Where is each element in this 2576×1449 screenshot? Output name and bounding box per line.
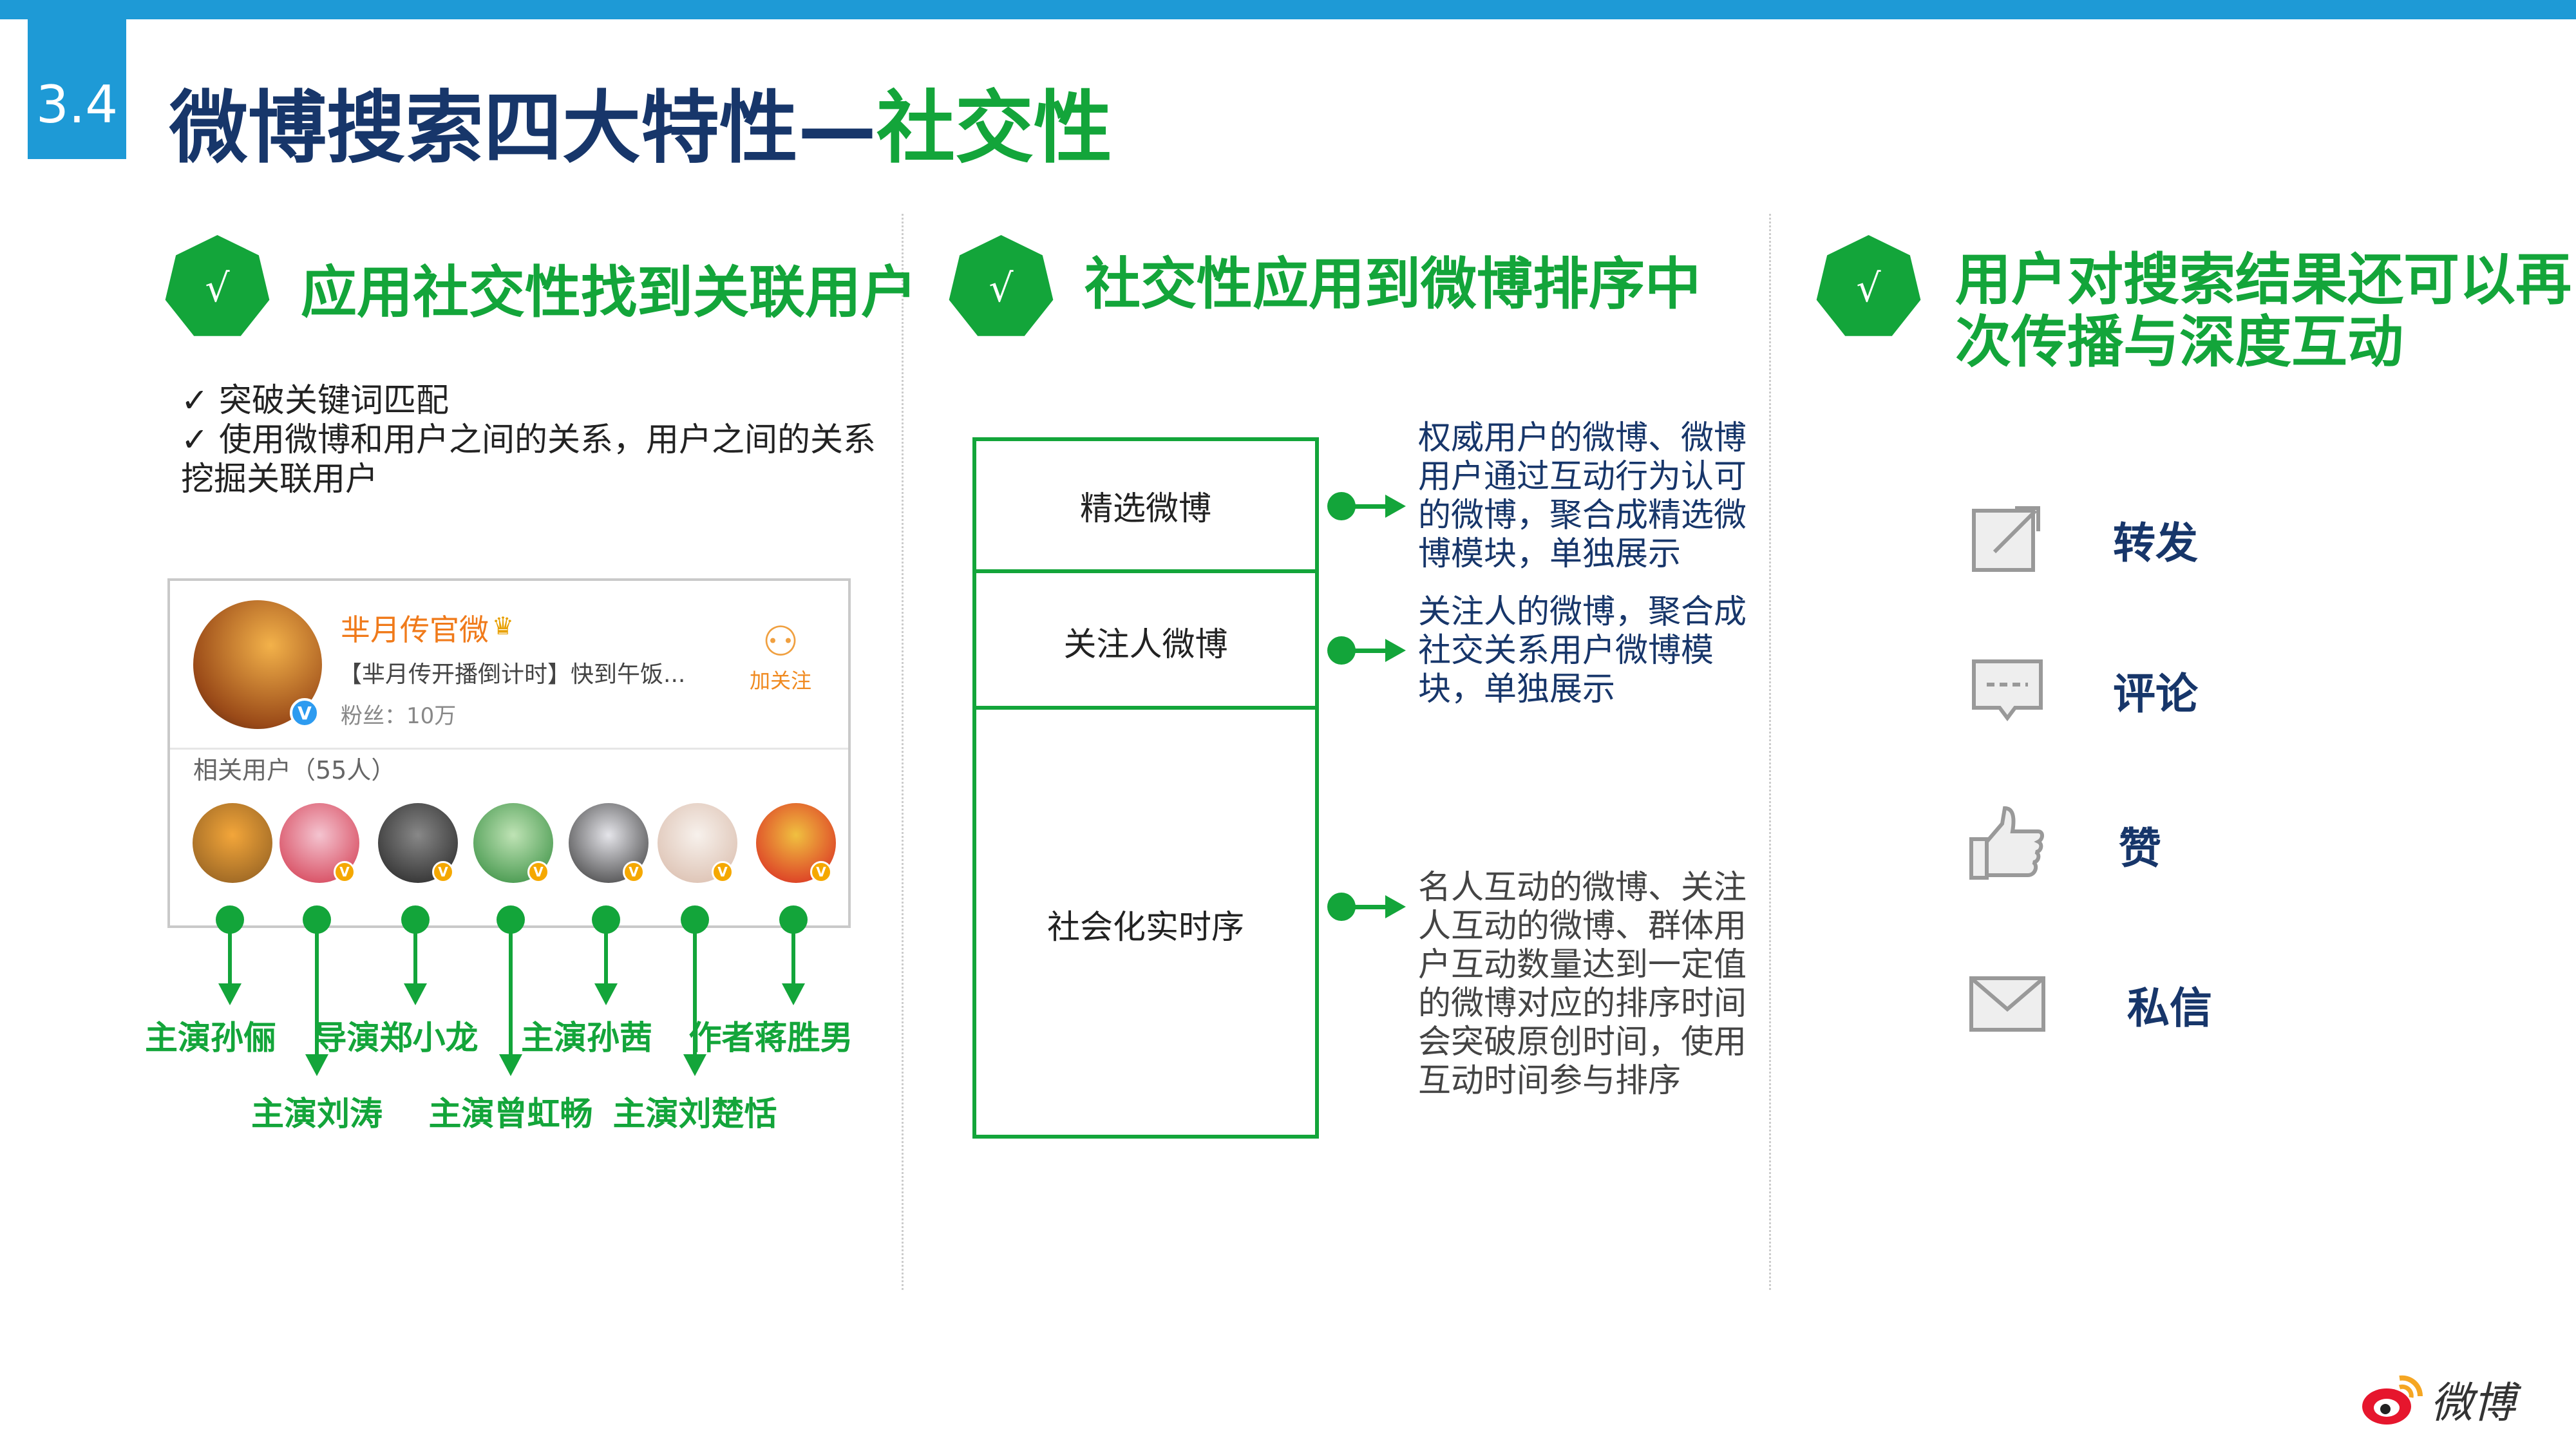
related-users-label: 相关用户（55人）: [193, 756, 396, 784]
related-user-label: 主演孙茜: [520, 1019, 653, 1057]
post-snippet[interactable]: 【芈月传开播倒计时】快到午饭...: [339, 661, 686, 688]
arrow-down-icon: [594, 983, 618, 1005]
arrow-down-icon: [683, 1054, 706, 1076]
logo-text: 微博: [2430, 1378, 2515, 1428]
col2-heading: 社交性应用到微博排序中: [1084, 251, 1701, 317]
connector-line: [228, 920, 232, 986]
verified-icon: V: [712, 861, 734, 883]
check-badge-icon: √: [949, 235, 1054, 336]
verified-icon: V: [623, 861, 645, 883]
description: 权威用户的微博、微博用户通过互动行为认可的微博，聚合成精选微博模块，单独展示: [1418, 419, 1747, 573]
verified-icon: V: [527, 861, 549, 883]
description: 名人互动的微博、关注人互动的微博、群体用户互动数量达到一定值的微博对应的排序时间…: [1418, 869, 1747, 1100]
title-main: 微博搜索四大特性—: [169, 82, 876, 174]
connector-line: [509, 920, 513, 1057]
connector-line: [791, 920, 795, 986]
related-user-label: 主演刘楚恬: [612, 1095, 777, 1133]
arrow-down-icon: [218, 983, 242, 1005]
related-user-label: 作者蒋胜男: [688, 1019, 853, 1057]
weibo-logo: 微博: [2361, 1368, 2515, 1430]
verified-icon: V: [810, 861, 832, 883]
page-title: 微博搜索四大特性—社交性: [169, 64, 1112, 178]
title-highlight: 社交性: [876, 82, 1112, 174]
ranking-box: 精选微博 关注人微博 社会化实时序: [972, 437, 1319, 1139]
verified-icon: V: [432, 861, 454, 883]
follow-button[interactable]: ⚇ 加关注: [750, 620, 811, 694]
mail-icon: [1966, 963, 2049, 1045]
ranking-item-following: 关注人微博: [976, 577, 1315, 710]
comment-icon: [1966, 649, 2049, 731]
col1-heading: 应用社交性找到关联用户: [301, 260, 917, 325]
fans-count: 粉丝：10万: [341, 703, 457, 729]
share-icon: [1966, 498, 2049, 580]
col3-heading-line1: 用户对搜索结果还可以再: [1955, 247, 2571, 312]
ranking-item-social-realtime: 社会化实时序: [1046, 909, 1244, 947]
top-bar: [0, 0, 2576, 19]
description: 关注人的微博，聚合成社交关系用户微博模块，单独展示: [1418, 593, 1747, 708]
account-name[interactable]: 芈月传官微: [341, 612, 489, 647]
verified-icon: V: [334, 861, 355, 883]
bullet: ✓ 突破关键词匹配: [181, 382, 449, 420]
weibo-user-card: V 芈月传官微 ♛ 【芈月传开播倒计时】快到午饭... 粉丝：10万 ⚇ 加关注…: [167, 578, 851, 928]
arrow-down-icon: [404, 983, 427, 1005]
column-divider: [902, 214, 904, 1290]
arrow-right-icon: [1327, 636, 1408, 665]
connector-line: [604, 920, 608, 986]
section-number: 3.4: [28, 0, 126, 159]
arrow-down-icon: [499, 1054, 522, 1076]
arrow-right-icon: [1327, 492, 1408, 520]
related-user-label: 主演孙俪: [144, 1019, 277, 1057]
connector-line: [315, 920, 319, 1057]
related-user-label: 主演曾虹畅: [428, 1095, 593, 1133]
related-user-label: 主演刘涛: [251, 1095, 383, 1133]
connector-line: [413, 920, 417, 986]
arrow-down-icon: [782, 983, 805, 1005]
follow-label: 加关注: [750, 668, 812, 693]
check-badge-icon: √: [1816, 235, 1921, 336]
col3-heading-line2: 次传播与深度互动: [1955, 309, 2403, 375]
bullet: ✓ 使用微博和用户之间的关系，用户之间的关系: [181, 421, 876, 459]
column-divider: [1769, 214, 1771, 1290]
ranking-item-featured: 精选微博: [976, 441, 1315, 573]
verified-icon: V: [290, 698, 319, 728]
arrow-down-icon: [305, 1054, 328, 1076]
add-user-icon: ⚇: [762, 618, 799, 666]
action-message: 私信: [2127, 983, 2212, 1033]
bullet: 挖掘关联用户: [181, 460, 379, 498]
connector-line: [693, 920, 697, 1057]
related-user-avatar[interactable]: [193, 803, 272, 883]
action-like: 赞: [2119, 824, 2161, 873]
action-comment: 评论: [2113, 669, 2198, 719]
related-user-label: 导演郑小龙: [314, 1019, 478, 1057]
action-share: 转发: [2113, 518, 2198, 568]
like-icon: [1966, 803, 2049, 886]
crown-icon: ♛: [492, 612, 515, 640]
check-badge-icon: √: [165, 235, 270, 336]
divider: [170, 748, 848, 750]
arrow-right-icon: [1327, 893, 1408, 921]
weibo-eye-icon: [2362, 1375, 2423, 1425]
